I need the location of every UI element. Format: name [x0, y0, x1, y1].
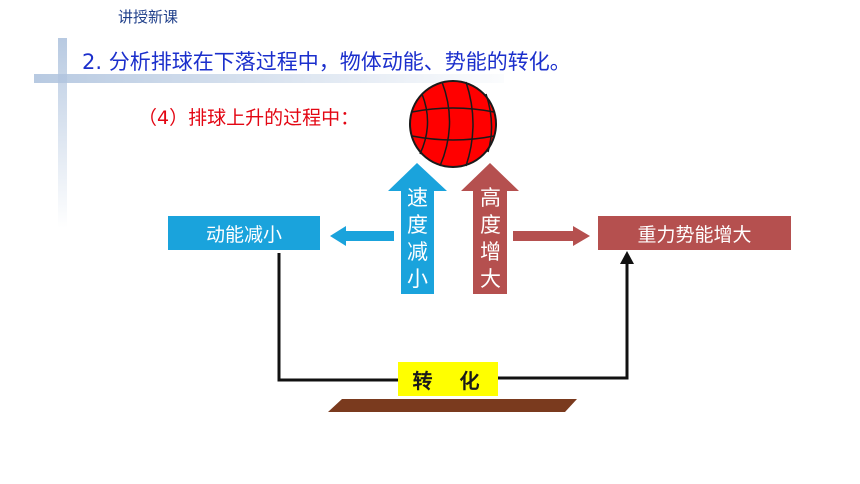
- left-arrow: [330, 226, 394, 246]
- connector-arrowhead: [620, 251, 634, 264]
- speed-arrow-label: 速 度 减 小: [405, 185, 430, 293]
- speed-char: 小: [407, 267, 428, 291]
- slide-heading: 2. 分析排球在下落过程中，物体动能、势能的转化。: [82, 50, 571, 74]
- height-char: 度: [480, 213, 501, 237]
- section-label: 讲授新课: [118, 8, 179, 26]
- speed-char: 速: [407, 186, 428, 210]
- ground-plank: [328, 399, 577, 412]
- speed-char: 度: [407, 213, 428, 237]
- decorative-horizontal-bar: [34, 74, 504, 83]
- height-arrow-label: 高 度 增 大: [478, 185, 503, 293]
- potential-energy-box: 重力势能增大: [598, 216, 791, 250]
- conversion-label: 转 化: [398, 362, 498, 396]
- height-char: 增: [480, 240, 501, 264]
- conversion-connector-line-right: [498, 262, 629, 380]
- conversion-connector-line: [277, 253, 398, 382]
- speed-char: 减: [407, 240, 428, 264]
- slide-subheading: （4）排球上升的过程中：: [138, 107, 360, 129]
- decorative-vertical-bar: [58, 38, 67, 228]
- height-up-arrow: [461, 163, 519, 294]
- height-char: 高: [480, 186, 501, 210]
- right-arrow: [513, 226, 590, 246]
- kinetic-energy-box: 动能减小: [168, 216, 320, 250]
- volleyball-icon: [409, 80, 497, 168]
- height-char: 大: [480, 267, 501, 291]
- speed-up-arrow: [388, 163, 447, 294]
